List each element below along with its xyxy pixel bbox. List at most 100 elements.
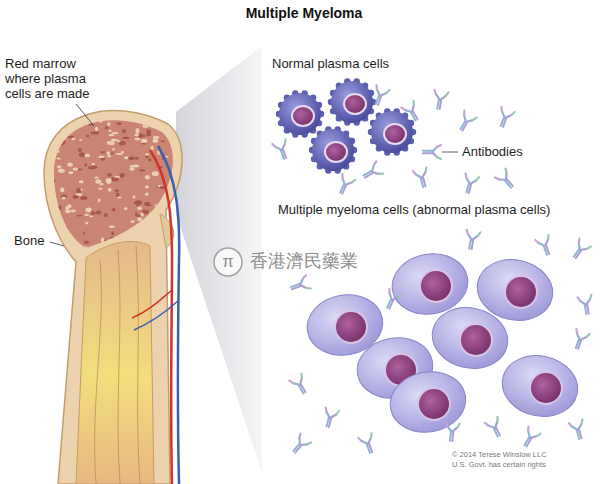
antibody-arm — [300, 374, 304, 378]
antibody — [461, 173, 479, 194]
trabecula — [47, 108, 52, 111]
antibody-arm — [413, 171, 416, 175]
trabecula — [74, 115, 77, 117]
trabecula — [109, 225, 115, 228]
trabecula — [71, 124, 74, 129]
trabecula — [128, 157, 135, 161]
trabecula — [51, 180, 54, 183]
cell-nucleus — [384, 124, 406, 144]
trabecula — [84, 241, 90, 244]
antibody — [519, 427, 540, 450]
trabecula — [85, 153, 90, 157]
antibody — [321, 407, 339, 428]
antibody-stem — [423, 152, 432, 154]
trabecula — [107, 173, 112, 177]
myeloma-nucleus — [460, 324, 492, 356]
trabecula — [71, 209, 76, 212]
trabecula — [55, 132, 61, 135]
trabecula — [177, 167, 182, 169]
trabecula — [135, 212, 138, 216]
antibody — [370, 85, 389, 107]
copyright-note: © 2014 Terese Winslow LLC — [452, 450, 547, 459]
trabecula — [135, 128, 139, 133]
trabecula — [104, 213, 108, 217]
antibody-arm — [445, 422, 447, 426]
antibody-arm — [388, 289, 392, 293]
antibody-arm — [526, 427, 530, 431]
antibody-stem — [472, 240, 474, 249]
trabecula — [116, 122, 121, 125]
trabecula — [146, 220, 149, 222]
antibody-arm — [504, 169, 508, 173]
antibody-arm — [341, 174, 345, 178]
trabecula — [61, 107, 65, 109]
trabecula — [47, 249, 51, 253]
antibody — [464, 230, 481, 250]
trabecula — [86, 135, 89, 137]
trabecula — [143, 106, 150, 108]
antibody-stem — [292, 286, 300, 289]
trabecula — [150, 231, 156, 235]
antibody-stem — [579, 430, 581, 439]
trabecula — [80, 196, 87, 200]
trabecula — [133, 195, 136, 198]
trabecula — [145, 204, 151, 206]
cell-nucleus — [344, 94, 366, 114]
antibody-arm — [437, 157, 441, 159]
antibody-arm — [488, 423, 495, 430]
group-label: Multiple myeloma cells (abnormal plasma … — [278, 202, 550, 217]
antibody-arm — [580, 335, 586, 341]
trabecula — [111, 132, 118, 134]
trabecula — [61, 195, 67, 199]
antibody-arm — [535, 239, 538, 243]
antibody-stem — [369, 444, 372, 452]
antibody-arm — [352, 179, 356, 183]
trabecula — [175, 104, 179, 107]
trabecula — [124, 207, 128, 210]
antibody-arm — [366, 438, 372, 444]
antibody — [535, 235, 554, 257]
trabecula — [79, 180, 84, 183]
bone-figure — [40, 100, 190, 484]
trabecula — [61, 226, 68, 229]
antibody-stem — [578, 340, 581, 348]
trabecula — [145, 175, 150, 179]
antibody-arm — [496, 417, 500, 421]
trabecula — [163, 126, 168, 129]
marrow-streak — [118, 250, 120, 484]
trabecula — [86, 103, 89, 106]
trabecula — [111, 231, 114, 235]
antibody-stem — [451, 432, 454, 441]
myeloma-nucleus — [418, 388, 450, 420]
antibody-stem — [463, 123, 468, 131]
trabecula — [146, 129, 151, 134]
trabecula — [177, 191, 180, 195]
trabecula — [129, 167, 134, 171]
antibody — [272, 139, 291, 161]
antibody-arm — [457, 423, 459, 427]
trabecula — [46, 111, 51, 115]
trabecula — [139, 169, 145, 171]
artery — [150, 150, 172, 484]
myeloma-nucleus — [530, 372, 562, 404]
trabecula — [160, 212, 165, 216]
antibody-arm — [543, 240, 549, 246]
antibody-arm — [495, 176, 499, 180]
trabecula — [150, 122, 154, 126]
antibody-stem — [365, 173, 373, 178]
antibody-arm — [336, 411, 339, 415]
trabecula — [65, 251, 71, 253]
trabecula — [61, 132, 64, 137]
cell-body — [312, 129, 354, 171]
trabecula — [67, 162, 73, 166]
antibody-arm — [410, 105, 417, 112]
antibody-arm — [373, 161, 377, 165]
trabecula — [80, 123, 85, 127]
antibody-stem — [449, 432, 452, 441]
antibody-stem — [423, 150, 432, 152]
trabecula — [122, 129, 126, 133]
trabecula — [123, 234, 126, 237]
trabecula — [49, 181, 54, 185]
antibody-arm — [345, 180, 352, 187]
antibody-stem — [576, 251, 581, 258]
